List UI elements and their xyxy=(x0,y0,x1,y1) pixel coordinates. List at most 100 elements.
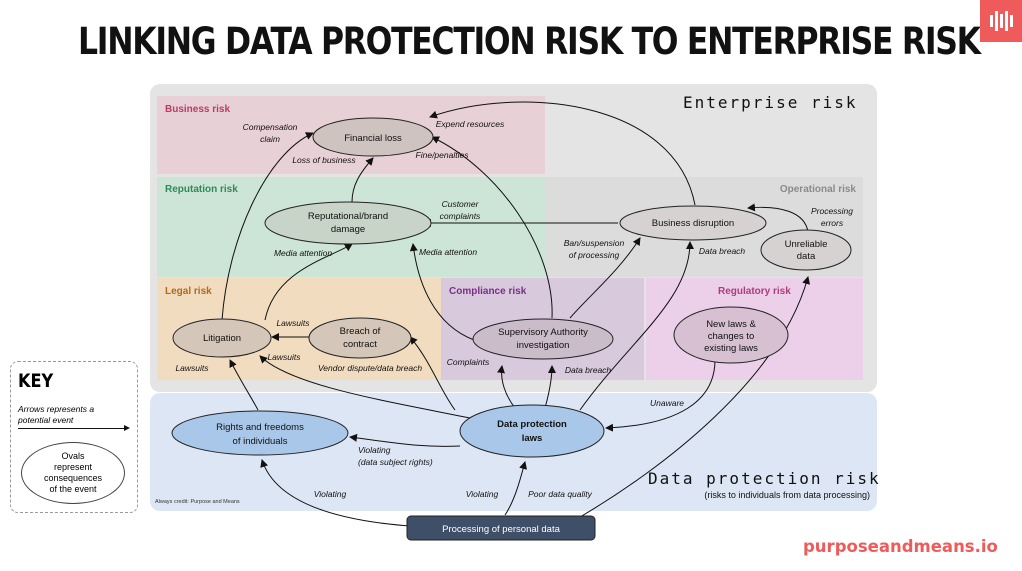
edge-label-poor-quality: Poor data quality xyxy=(528,489,593,499)
key-oval-line: represent xyxy=(53,462,92,472)
edge-label-complaints: Complaints xyxy=(447,357,490,367)
oval-sa-investigation: Supervisory Authority investigation xyxy=(472,318,614,360)
svg-text:contract: contract xyxy=(343,339,377,350)
brand-url[interactable]: purposeandmeans.io xyxy=(803,537,998,556)
edge-label-loss-business: Loss of business xyxy=(292,155,356,165)
arrow-disruption-financial xyxy=(429,101,696,206)
zone-label-regulatory: Regulatory risk xyxy=(718,286,791,297)
svg-text:Data protection: Data protection xyxy=(497,419,567,430)
svg-text:New laws &: New laws & xyxy=(706,319,756,330)
edge-label-customer-complaints: Customer xyxy=(442,199,480,209)
zone-label-reputation: Reputation risk xyxy=(165,184,238,195)
arrow-dplaws-sa xyxy=(497,365,516,409)
edge-label-processing-errors: Processing xyxy=(811,206,853,216)
arrow-sa-disruption xyxy=(569,237,641,319)
edge-label-lawsuits-3: Lawsuits xyxy=(175,363,209,373)
zone-label-compliance: Compliance risk xyxy=(449,286,527,297)
edge-label-ban-2: of processing xyxy=(569,250,620,260)
zone-label-legal: Legal risk xyxy=(165,286,212,297)
svg-text:Financial loss: Financial loss xyxy=(344,133,402,144)
svg-text:Supervisory Authority: Supervisory Authority xyxy=(498,327,588,338)
arrow-rights-litigation xyxy=(229,359,259,411)
svg-text:laws: laws xyxy=(522,433,543,444)
edge-label-expend: Expend resources xyxy=(436,119,505,129)
key-arrow-icon xyxy=(18,425,130,431)
edge-label-compensation-2: claim xyxy=(260,134,280,144)
svg-text:data: data xyxy=(797,251,816,262)
edge-label-lawsuits-1: Lawsuits xyxy=(276,318,310,328)
zone-label-dp: Data protection risk xyxy=(648,469,881,488)
edge-label-compensation: Compensation xyxy=(243,122,298,132)
edge-label-violating-dsr: Violating xyxy=(358,445,391,455)
oval-financial-loss: Financial loss xyxy=(312,117,434,157)
arrow-dplaws-disruption xyxy=(579,241,694,411)
svg-text:damage: damage xyxy=(331,224,365,235)
arrow-litigation-rep xyxy=(264,243,353,321)
edge-label-ban: Ban/suspension xyxy=(564,238,625,248)
edge-label-data-breach-2: Data breach xyxy=(565,365,612,375)
page-title: LINKING DATA PROTECTION RISK TO ENTERPRI… xyxy=(78,20,981,63)
svg-text:existing laws: existing laws xyxy=(704,343,758,354)
key-panel: KEY Arrows represents a potential event … xyxy=(10,361,138,513)
svg-text:changes to: changes to xyxy=(708,331,754,342)
oval-unreliable-data: Unreliable data xyxy=(760,229,852,271)
svg-text:Unreliable: Unreliable xyxy=(785,239,828,250)
zone-label-enterprise: Enterprise risk xyxy=(683,93,858,112)
arrow-unreliable-disruption xyxy=(747,203,809,233)
oval-litigation: Litigation xyxy=(172,318,272,358)
zone-label-business: Business risk xyxy=(165,104,230,115)
edge-label-customer-complaints-2: complaints xyxy=(440,211,481,221)
arrows xyxy=(221,101,811,527)
oval-rep-damage: Reputational/brand damage xyxy=(264,201,432,245)
arrow-dplaws-breach xyxy=(409,336,456,411)
arrow-newlaws-dplaws xyxy=(605,359,716,432)
svg-text:Business disruption: Business disruption xyxy=(652,218,734,229)
edge-label-data-breach-1: Data breach xyxy=(699,246,746,256)
edge-label-lawsuits-2: Lawsuits xyxy=(267,352,301,362)
arrow-litigation-financial xyxy=(221,132,314,321)
arrow-dplaws-rights xyxy=(349,433,461,447)
key-title: KEY xyxy=(18,370,54,392)
arrow-sa-rep xyxy=(409,243,475,341)
edge-label-media-2: Media attention xyxy=(419,247,477,257)
key-oval-line: consequences xyxy=(43,473,103,483)
edge-label-violating-1: Violating xyxy=(314,489,347,499)
brand-logo xyxy=(980,0,1022,42)
svg-text:investigation: investigation xyxy=(517,340,570,351)
arrow-dplaws-litigation xyxy=(259,355,471,419)
oval-new-laws: New laws & changes to existing laws xyxy=(673,306,789,364)
oval-dp-laws: Data protection laws xyxy=(459,404,605,458)
edge-label-fine: Fine/penalties xyxy=(416,150,470,160)
svg-text:Processing of personal data: Processing of personal data xyxy=(442,524,560,535)
edge-label-violating-dsr-2: (data subject rights) xyxy=(358,457,433,467)
oval-rights-freedoms: Rights and freedoms of individuals xyxy=(171,410,349,456)
svg-text:Reputational/brand: Reputational/brand xyxy=(308,211,388,222)
edge-label-vendor: Vendor dispute/data breach xyxy=(318,363,422,373)
key-oval: Ovals represent consequences of the even… xyxy=(21,442,125,504)
credit-text: Always credit: Purpose and Means xyxy=(155,499,240,505)
arrow-processing-rights xyxy=(260,459,411,527)
zone-label-operational: Operational risk xyxy=(780,184,857,195)
key-oval-line: Ovals xyxy=(61,451,85,461)
oval-breach-contract: Breach of contract xyxy=(308,317,412,359)
edge-label-processing-errors-2: errors xyxy=(821,218,844,228)
edge-label-violating-2: Violating xyxy=(466,489,499,499)
svg-text:Litigation: Litigation xyxy=(203,333,241,344)
arrow-sa-financial xyxy=(431,136,553,319)
svg-text:Breach of: Breach of xyxy=(340,326,381,337)
processing-box: Processing of personal data xyxy=(406,515,596,541)
svg-text:of individuals: of individuals xyxy=(233,436,288,447)
zone-sublabel-dp: (risks to individuals from data processi… xyxy=(704,490,870,500)
sound-wave-icon xyxy=(990,11,1013,31)
arrow-processing-dplaws xyxy=(504,461,527,516)
arrow-dplaws-sa-2 xyxy=(544,365,556,409)
edge-label-unaware: Unaware xyxy=(650,398,684,408)
key-oval-line: of the event xyxy=(49,484,97,494)
edge-label-media-1: Media attention xyxy=(274,248,332,258)
svg-text:Rights and freedoms: Rights and freedoms xyxy=(216,422,304,433)
arrow-processing-unreliable xyxy=(579,276,811,518)
oval-business-disruption: Business disruption xyxy=(619,205,767,241)
key-arrow-text: Arrows represents a potential event xyxy=(18,404,95,425)
arrow-rep-financial xyxy=(351,157,374,203)
